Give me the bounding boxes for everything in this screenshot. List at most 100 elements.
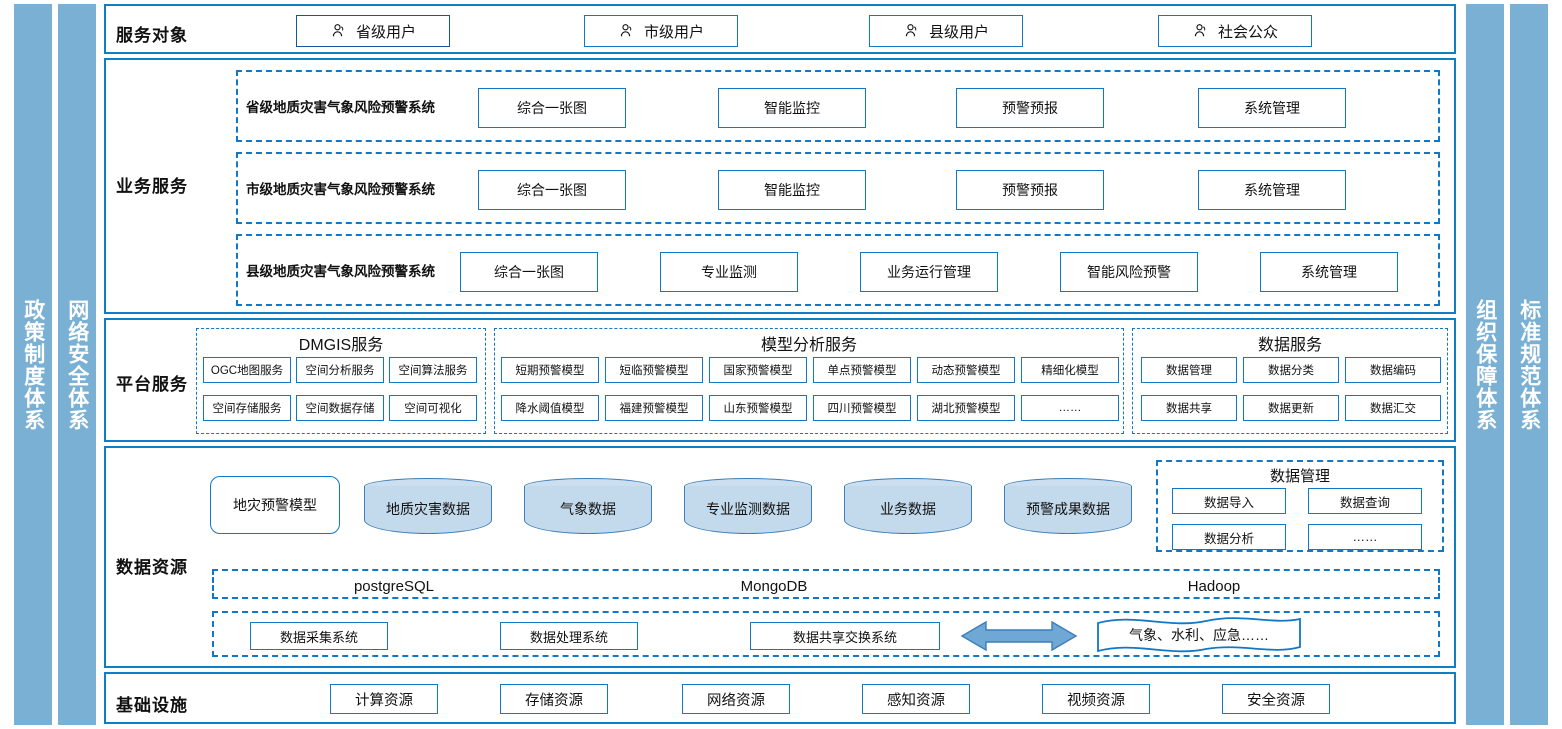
platform-cell-data-6[interactable]: 数据汇交 <box>1345 395 1441 421</box>
side-band-network-security: 网络安全体系 <box>58 4 96 725</box>
business-group-city: 市级地质灾害气象风险预警系统 综合一张图 智能监控 预警预报 系统管理 <box>236 152 1440 224</box>
cylinder-body <box>364 486 492 534</box>
platform-group-data-title: 数据服务 <box>1257 337 1322 354</box>
platform-cell-data-2[interactable]: 数据分类 <box>1243 357 1339 383</box>
platform-cell-model-4[interactable]: 单点预警模型 <box>813 357 911 383</box>
infra-item-sensing[interactable]: 感知资源 <box>862 684 970 714</box>
data-management-item-analysis[interactable]: 数据分析 <box>1172 524 1286 550</box>
infra-item-compute[interactable]: 计算资源 <box>330 684 438 714</box>
platform-group-data: 数据服务 数据管理 数据分类 数据编码 数据共享 数据更新 数据汇交 <box>1132 328 1448 434</box>
platform-cell-data-1[interactable]: 数据管理 <box>1141 357 1237 383</box>
platform-cell-model-9[interactable]: 山东预警模型 <box>709 395 807 421</box>
side-band-policy-label: 政策制度体系 <box>21 298 45 431</box>
double-arrow-icon <box>960 618 1078 654</box>
person-icon <box>330 22 348 40</box>
business-group-province-title: 省级地质灾害气象风险预警系统 <box>246 100 435 115</box>
data-management-title: 数据管理 <box>1269 468 1330 485</box>
data-management-item-query[interactable]: 数据查询 <box>1308 488 1422 514</box>
business-item-province-3[interactable]: 预警预报 <box>956 88 1104 128</box>
data-cylinder-meteorology[interactable]: 气象数据 <box>524 478 652 540</box>
pipeline-collection-system[interactable]: 数据采集系统 <box>250 622 388 650</box>
platform-group-dmgis: DMGIS服务 OGC地图服务 空间分析服务 空间算法服务 空间存储服务 空间数… <box>196 328 486 434</box>
platform-cell-model-6[interactable]: 精细化模型 <box>1021 357 1119 383</box>
data-layer: 数据资源 地灾预警模型 地质灾害数据 气象数据 专业监测数据 <box>104 446 1456 668</box>
business-item-city-4[interactable]: 系统管理 <box>1198 170 1346 210</box>
database-hadoop[interactable]: Hadoop <box>1187 577 1241 595</box>
business-item-county-4[interactable]: 智能风险预警 <box>1060 252 1198 292</box>
pipeline-processing-system[interactable]: 数据处理系统 <box>500 622 638 650</box>
business-item-province-1[interactable]: 综合一张图 <box>478 88 626 128</box>
business-item-county-1[interactable]: 综合一张图 <box>460 252 598 292</box>
cylinder-body <box>524 486 652 534</box>
external-systems-label: 气象、水利、应急…… <box>1129 627 1269 643</box>
data-cylinder-warning-result[interactable]: 预警成果数据 <box>1004 478 1132 540</box>
database-row: postgreSQL MongoDB Hadoop <box>212 569 1440 599</box>
service-item-public[interactable]: 社会公众 <box>1158 15 1312 47</box>
data-cylinder-warning-result-label: 预警成果数据 <box>1026 501 1110 517</box>
business-item-province-4[interactable]: 系统管理 <box>1198 88 1346 128</box>
infra-item-security[interactable]: 安全资源 <box>1222 684 1330 714</box>
platform-cell-data-3[interactable]: 数据编码 <box>1345 357 1441 383</box>
database-mongodb[interactable]: MongoDB <box>740 577 808 595</box>
platform-cell-model-1[interactable]: 短期预警模型 <box>501 357 599 383</box>
platform-cell-data-5[interactable]: 数据更新 <box>1243 395 1339 421</box>
platform-cell-model-7[interactable]: 降水阈值模型 <box>501 395 599 421</box>
service-item-county[interactable]: 县级用户 <box>869 15 1023 47</box>
platform-cell-model-2[interactable]: 短临预警模型 <box>605 357 703 383</box>
platform-cell-dmgis-5[interactable]: 空间数据存储 <box>296 395 384 421</box>
infrastructure-layer-label: 基础设施 <box>116 696 188 715</box>
business-group-county: 县级地质灾害气象风险预警系统 综合一张图 专业监测 业务运行管理 智能风险预警 … <box>236 234 1440 306</box>
data-management-item-more[interactable]: …… <box>1308 524 1422 550</box>
service-item-county-label: 县级用户 <box>928 23 989 41</box>
service-layer-label: 服务对象 <box>116 26 188 45</box>
side-band-policy: 政策制度体系 <box>14 4 52 725</box>
data-cylinder-geohazard-label: 地质灾害数据 <box>386 501 470 517</box>
pipeline-row: 数据采集系统 数据处理系统 数据共享交换系统 气象、水利、应急…… <box>212 611 1440 657</box>
main-stack: 服务对象 省级用户 市级用户 县级用户 <box>104 2 1456 727</box>
platform-cell-dmgis-3[interactable]: 空间算法服务 <box>389 357 477 383</box>
data-cylinder-business[interactable]: 业务数据 <box>844 478 972 540</box>
database-postgresql[interactable]: postgreSQL <box>353 577 435 595</box>
infra-item-network[interactable]: 网络资源 <box>682 684 790 714</box>
platform-cell-model-10[interactable]: 四川预警模型 <box>813 395 911 421</box>
platform-cell-dmgis-4[interactable]: 空间存储服务 <box>203 395 291 421</box>
business-item-city-3[interactable]: 预警预报 <box>956 170 1104 210</box>
external-systems-shape[interactable]: 气象、水利、应急…… <box>1094 615 1304 655</box>
business-layer: 业务服务 省级地质灾害气象风险预警系统 综合一张图 智能监控 预警预报 系统管理… <box>104 58 1456 314</box>
service-item-province-label: 省级用户 <box>355 23 416 41</box>
business-item-city-2[interactable]: 智能监控 <box>718 170 866 210</box>
side-band-network-security-label: 网络安全体系 <box>65 298 89 431</box>
data-cylinder-business-label: 业务数据 <box>880 501 936 517</box>
cylinder-body <box>1004 486 1132 534</box>
business-item-province-2[interactable]: 智能监控 <box>718 88 866 128</box>
platform-cell-model-5[interactable]: 动态预警模型 <box>917 357 1015 383</box>
business-item-county-2[interactable]: 专业监测 <box>660 252 798 292</box>
platform-cell-model-11[interactable]: 湖北预警模型 <box>917 395 1015 421</box>
platform-cell-model-8[interactable]: 福建预警模型 <box>605 395 703 421</box>
service-item-city[interactable]: 市级用户 <box>584 15 738 47</box>
platform-layer-label: 平台服务 <box>116 375 188 394</box>
platform-cell-dmgis-6[interactable]: 空间可视化 <box>389 395 477 421</box>
infra-item-video[interactable]: 视频资源 <box>1042 684 1150 714</box>
platform-cell-dmgis-1[interactable]: OGC地图服务 <box>203 357 291 383</box>
business-item-county-5[interactable]: 系统管理 <box>1260 252 1398 292</box>
person-icon <box>1192 22 1210 40</box>
business-item-county-3[interactable]: 业务运行管理 <box>860 252 998 292</box>
cylinder-body <box>684 486 812 534</box>
platform-cell-model-3[interactable]: 国家预警模型 <box>709 357 807 383</box>
platform-cell-dmgis-2[interactable]: 空间分析服务 <box>296 357 384 383</box>
data-cylinder-geohazard[interactable]: 地质灾害数据 <box>364 478 492 540</box>
service-item-province[interactable]: 省级用户 <box>296 15 450 47</box>
business-item-city-1[interactable]: 综合一张图 <box>478 170 626 210</box>
pipeline-exchange-system[interactable]: 数据共享交换系统 <box>750 622 940 650</box>
data-cylinder-monitoring[interactable]: 专业监测数据 <box>684 478 812 540</box>
data-management-item-import[interactable]: 数据导入 <box>1172 488 1286 514</box>
side-band-standards: 标准规范体系 <box>1510 4 1548 725</box>
infra-item-storage[interactable]: 存储资源 <box>500 684 608 714</box>
platform-group-model-title: 模型分析服务 <box>760 337 857 354</box>
side-band-standards-label: 标准规范体系 <box>1517 298 1541 431</box>
data-cylinder-meteorology-label: 气象数据 <box>560 501 616 517</box>
platform-cell-data-4[interactable]: 数据共享 <box>1141 395 1237 421</box>
platform-cell-model-12[interactable]: …… <box>1021 395 1119 421</box>
data-model-box[interactable]: 地灾预警模型 <box>210 476 340 534</box>
